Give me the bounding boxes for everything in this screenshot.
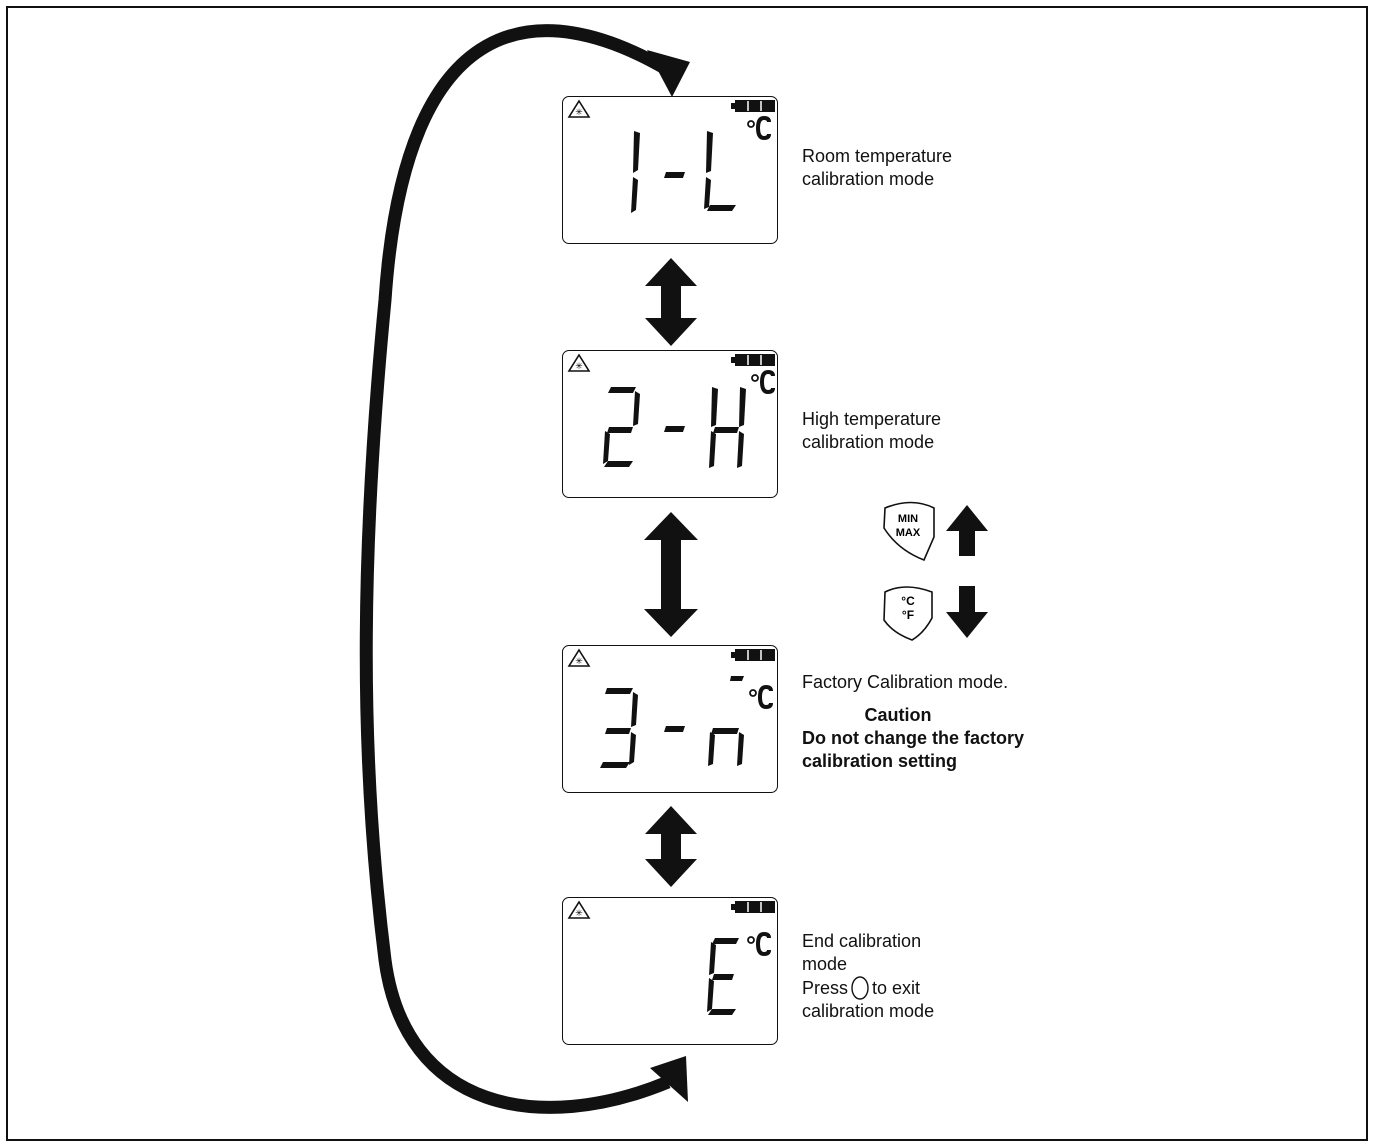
celsius-unit bbox=[749, 684, 773, 710]
trigger-button-icon bbox=[851, 976, 869, 1000]
lcd-display-1: ✳ bbox=[562, 96, 778, 244]
loop-arrowhead-top bbox=[647, 50, 690, 97]
battery-icon bbox=[731, 649, 775, 661]
digit-2 bbox=[603, 387, 640, 467]
digit-H bbox=[709, 387, 746, 468]
minmax-label-top: MIN bbox=[898, 513, 918, 525]
loop-arrow-icon bbox=[359, 24, 690, 1114]
caution-line1: Do not change the factory bbox=[802, 728, 1025, 748]
mode2-description: High temperature calibration mode bbox=[802, 408, 941, 454]
digit-dash bbox=[664, 426, 685, 432]
mode3-description: Factory Calibration mode. bbox=[802, 672, 1009, 692]
down-arrow-icon bbox=[946, 586, 988, 638]
digit-n bbox=[708, 676, 744, 766]
double-arrow-icon bbox=[645, 258, 697, 346]
minmax-label-bottom: MAX bbox=[896, 527, 921, 539]
laser-warning-icon: ✳ bbox=[567, 648, 591, 667]
minmax-button-icon: MIN MAX bbox=[883, 501, 935, 562]
battery-icon bbox=[731, 354, 775, 366]
digit-3 bbox=[600, 688, 638, 768]
unit-toggle-button-icon: °C °F bbox=[883, 586, 933, 641]
mode2-line2: calibration mode bbox=[802, 432, 935, 452]
up-arrow-icon bbox=[946, 505, 988, 556]
laser-warning-icon: ✳ bbox=[567, 353, 591, 372]
svg-text:✳: ✳ bbox=[575, 108, 583, 118]
mode1-description: Room temperature calibration mode bbox=[802, 145, 952, 191]
digit-L bbox=[704, 131, 736, 211]
end-description: End calibration mode Press to exit calib… bbox=[802, 930, 1002, 1023]
battery-icon bbox=[731, 901, 775, 913]
svg-text:✳: ✳ bbox=[575, 909, 583, 919]
unit-label-bottom: °F bbox=[902, 608, 914, 622]
celsius-unit bbox=[747, 115, 771, 141]
mode1-line2: calibration mode bbox=[802, 169, 935, 189]
caution-note: Caution Do not change the factory calibr… bbox=[802, 704, 1072, 773]
mode1-line1: Room temperature bbox=[802, 146, 953, 166]
digit-E bbox=[707, 938, 739, 1015]
lcd-display-3: ✳ bbox=[562, 645, 778, 793]
end-line1: End calibration bbox=[802, 931, 922, 951]
digit-dash bbox=[664, 172, 685, 178]
laser-warning-icon: ✳ bbox=[567, 900, 591, 919]
end-line2: mode bbox=[802, 954, 848, 974]
digit-1 bbox=[631, 131, 640, 213]
battery-icon bbox=[731, 100, 775, 112]
double-arrow-icon bbox=[644, 512, 698, 637]
to-exit-text: to exit bbox=[872, 977, 921, 998]
unit-label-top: °C bbox=[901, 594, 915, 608]
digit-dash bbox=[664, 726, 685, 732]
loop-arrowhead-bottom bbox=[650, 1056, 688, 1102]
celsius-unit bbox=[751, 369, 775, 395]
figure-frame bbox=[6, 6, 1368, 1141]
lcd-display-4: ✳ bbox=[562, 897, 778, 1045]
svg-text:✳: ✳ bbox=[575, 657, 583, 667]
celsius-unit bbox=[747, 931, 771, 957]
caution-line2: calibration setting bbox=[802, 751, 958, 771]
lcd-display-2: ✳ bbox=[562, 350, 778, 498]
end-line3: Press to exit bbox=[802, 976, 1002, 1000]
mode2-line1: High temperature bbox=[802, 409, 942, 429]
end-line4: calibration mode bbox=[802, 1001, 935, 1021]
caution-title: Caution bbox=[864, 705, 932, 725]
laser-warning-icon: ✳ bbox=[567, 99, 591, 118]
svg-text:✳: ✳ bbox=[575, 362, 583, 372]
press-text: Press bbox=[802, 977, 849, 998]
double-arrow-icon bbox=[645, 806, 697, 887]
